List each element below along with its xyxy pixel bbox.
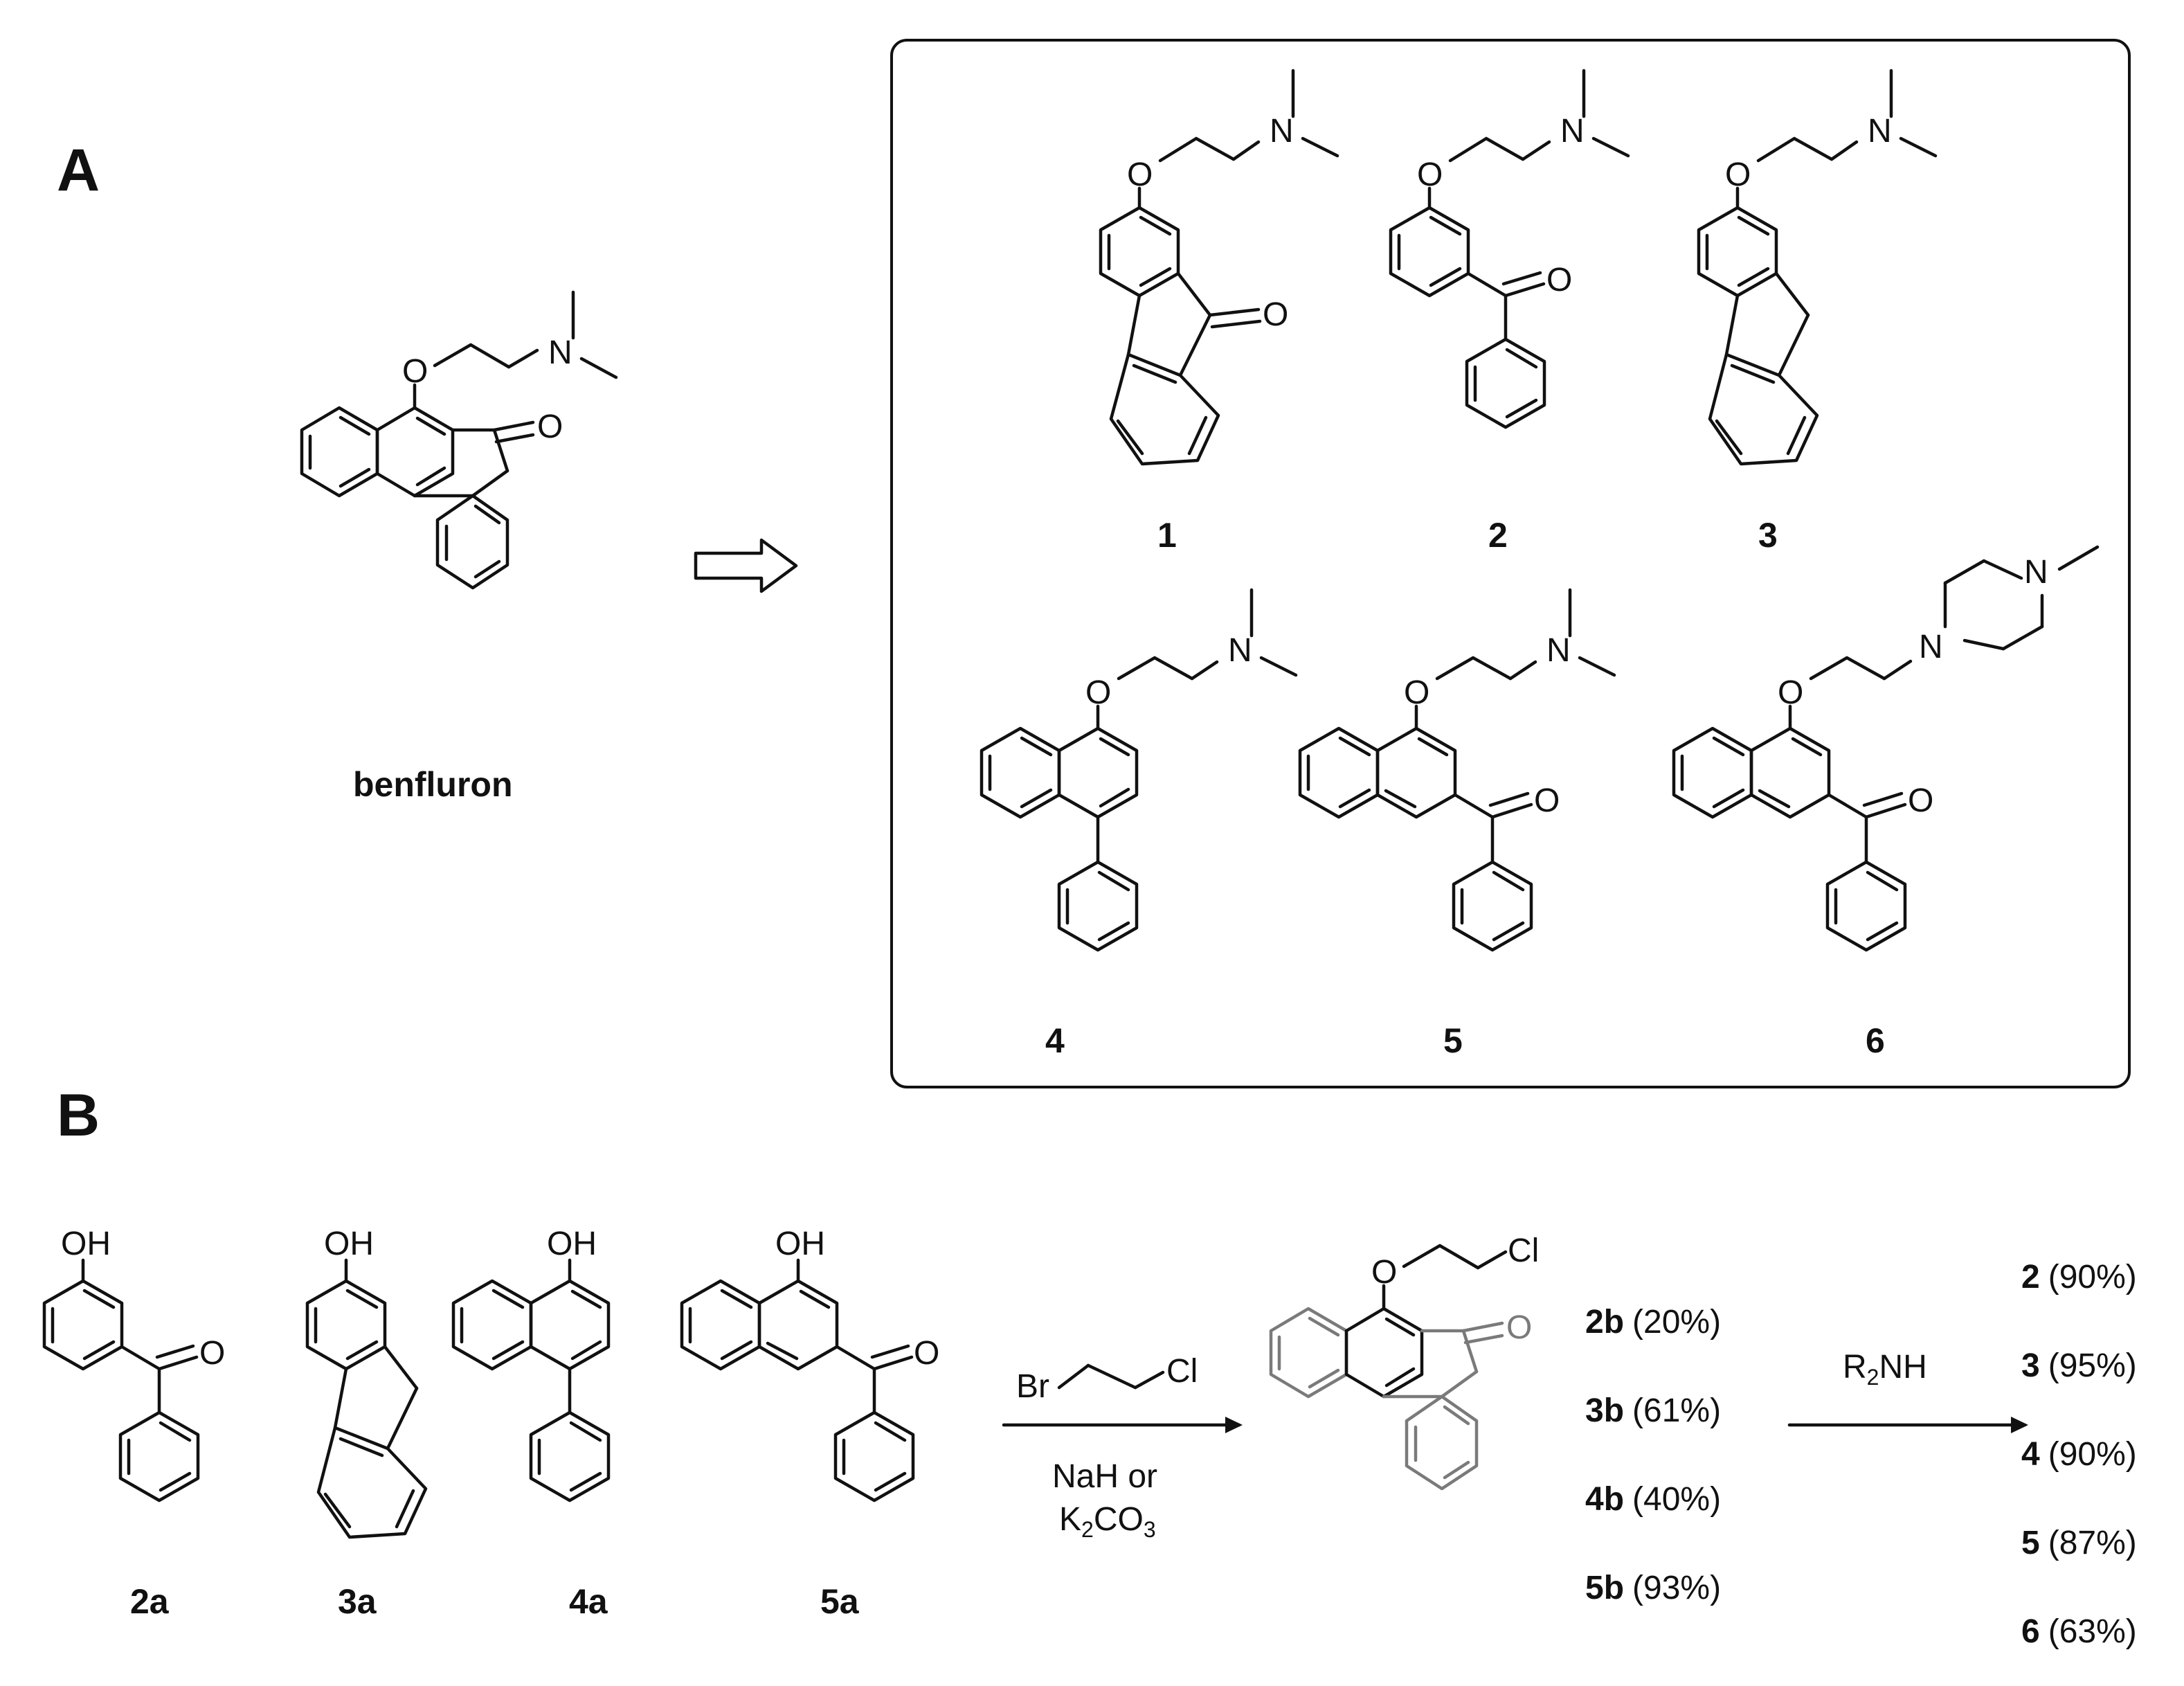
structure-benfluron (300, 290, 618, 590)
c5-atom-o-carbonyl: O (1534, 782, 1560, 819)
intermediate-atom-cl: Cl (1508, 1232, 1539, 1269)
structure-4 (980, 588, 1298, 952)
intermediate-3b: 3b(61%) (1585, 1392, 1721, 1429)
product-2: 2(90%) (2021, 1259, 2137, 1295)
c6-atom-o-carbonyl: O (1908, 782, 1933, 819)
arrow-alkylation-head (1225, 1417, 1243, 1433)
structure-1 (1099, 69, 1339, 466)
c2-atom-n: N (1560, 113, 1585, 150)
structure-6 (1672, 545, 2100, 952)
c6-atom-n4: N (2024, 554, 2048, 591)
panel-label-a: A (57, 137, 100, 204)
product-6: 6(63%) (2021, 1613, 2137, 1650)
c1-atom-o-ether: O (1127, 156, 1153, 193)
label-6: 6 (1866, 1021, 1885, 1060)
label-benfluron: benfluron (353, 765, 513, 804)
c3-atom-n: N (1868, 113, 1892, 150)
benfluron-atom-o-carbonyl: O (537, 409, 563, 445)
reagent-cl: Cl (1166, 1353, 1198, 1390)
structure-intermediate (1269, 1244, 1508, 1491)
c4-atom-o-ether: O (1085, 674, 1111, 711)
design-arrow (694, 538, 798, 593)
label-2: 2 (1488, 516, 1508, 555)
reagent-amine: R2NH (1843, 1349, 1927, 1390)
c2a-atom-oh: OH (61, 1226, 111, 1262)
c2-atom-o-carbonyl: O (1546, 262, 1572, 298)
c2a-atom-o-carbonyl: O (199, 1335, 225, 1372)
c4a-atom-oh: OH (547, 1226, 597, 1262)
intermediate-5b: 5b(93%) (1585, 1570, 1721, 1606)
label-1: 1 (1157, 516, 1177, 555)
structure-2 (1389, 69, 1630, 429)
intermediate-atom-o-carbonyl: O (1506, 1309, 1532, 1346)
c5-atom-n: N (1546, 632, 1571, 669)
structure-3a (305, 1258, 428, 1539)
structure-4a (451, 1258, 611, 1503)
panel-label-b: B (57, 1082, 100, 1149)
arrow-amination-head (2011, 1417, 2028, 1433)
c5a-atom-oh: OH (775, 1226, 825, 1262)
intermediate-2b: 2b(20%) (1585, 1304, 1721, 1340)
intermediate-yields: 2b(20%) 3b(61%) 4b(40%) 5b(93%) (1585, 1304, 1721, 1606)
label-3: 3 (1758, 516, 1778, 555)
c1-atom-o-carbonyl: O (1263, 296, 1288, 333)
benfluron-atom-o-ether: O (402, 353, 428, 390)
c6-atom-o-ether: O (1778, 674, 1803, 711)
label-4: 4 (1045, 1021, 1065, 1060)
c1-atom-n: N (1270, 113, 1294, 150)
reagent-br: Br (1016, 1368, 1049, 1405)
benfluron-atom-n: N (548, 334, 572, 371)
product-yields: 2(90%) 3(95%) 4(90%) 5(87%) 6(63%) (2021, 1259, 2137, 1650)
c5a-atom-o-carbonyl: O (914, 1335, 939, 1372)
intermediate-atom-o-ether: O (1371, 1254, 1397, 1291)
structure-5a (680, 1258, 915, 1503)
c6-atom-n1: N (1919, 629, 1943, 665)
label-4a: 4a (569, 1582, 608, 1621)
structure-2a (42, 1258, 200, 1503)
c2-atom-o-ether: O (1417, 156, 1443, 193)
c5-atom-o-ether: O (1404, 674, 1429, 711)
label-2a: 2a (130, 1582, 170, 1621)
c3-atom-o-ether: O (1725, 156, 1751, 193)
label-5: 5 (1443, 1021, 1463, 1060)
intermediate-4b: 4b(40%) (1585, 1481, 1721, 1518)
structure-5 (1298, 588, 1616, 952)
conditions-line2: K2CO3 (1059, 1501, 1156, 1542)
structure-3 (1697, 69, 1938, 466)
c3a-atom-oh: OH (324, 1226, 374, 1262)
label-3a: 3a (338, 1582, 377, 1621)
product-4: 4(90%) (2021, 1436, 2137, 1473)
analogue-box (890, 39, 2131, 1088)
reagent-chain (1057, 1363, 1165, 1390)
label-5a: 5a (820, 1582, 860, 1621)
conditions-line1: NaH or (1052, 1458, 1157, 1495)
product-5: 5(87%) (2021, 1525, 2137, 1561)
c4-atom-n: N (1228, 632, 1252, 669)
product-3: 3(95%) (2021, 1347, 2137, 1384)
